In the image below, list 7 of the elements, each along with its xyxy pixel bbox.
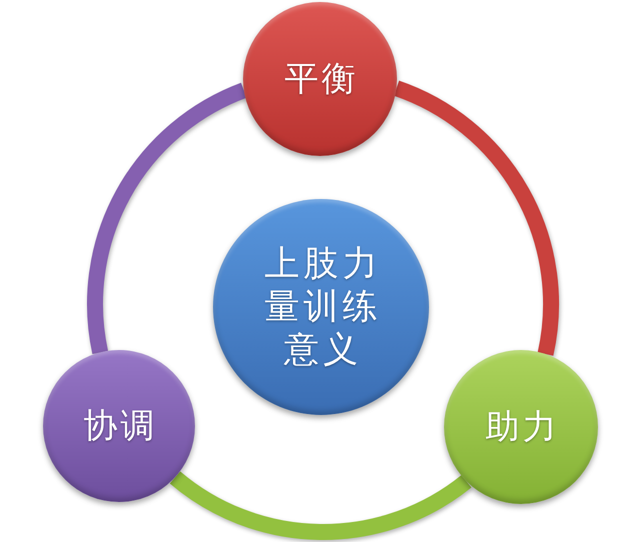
node-label: 平衡 (284, 58, 360, 100)
arc-connector (170, 471, 472, 540)
node-label: 协调 (82, 406, 158, 446)
arc-connector (393, 80, 559, 356)
node-label: 上肢力量训练意义 (264, 242, 382, 372)
arc-connector (87, 82, 248, 354)
node-label: 助力 (484, 406, 560, 448)
